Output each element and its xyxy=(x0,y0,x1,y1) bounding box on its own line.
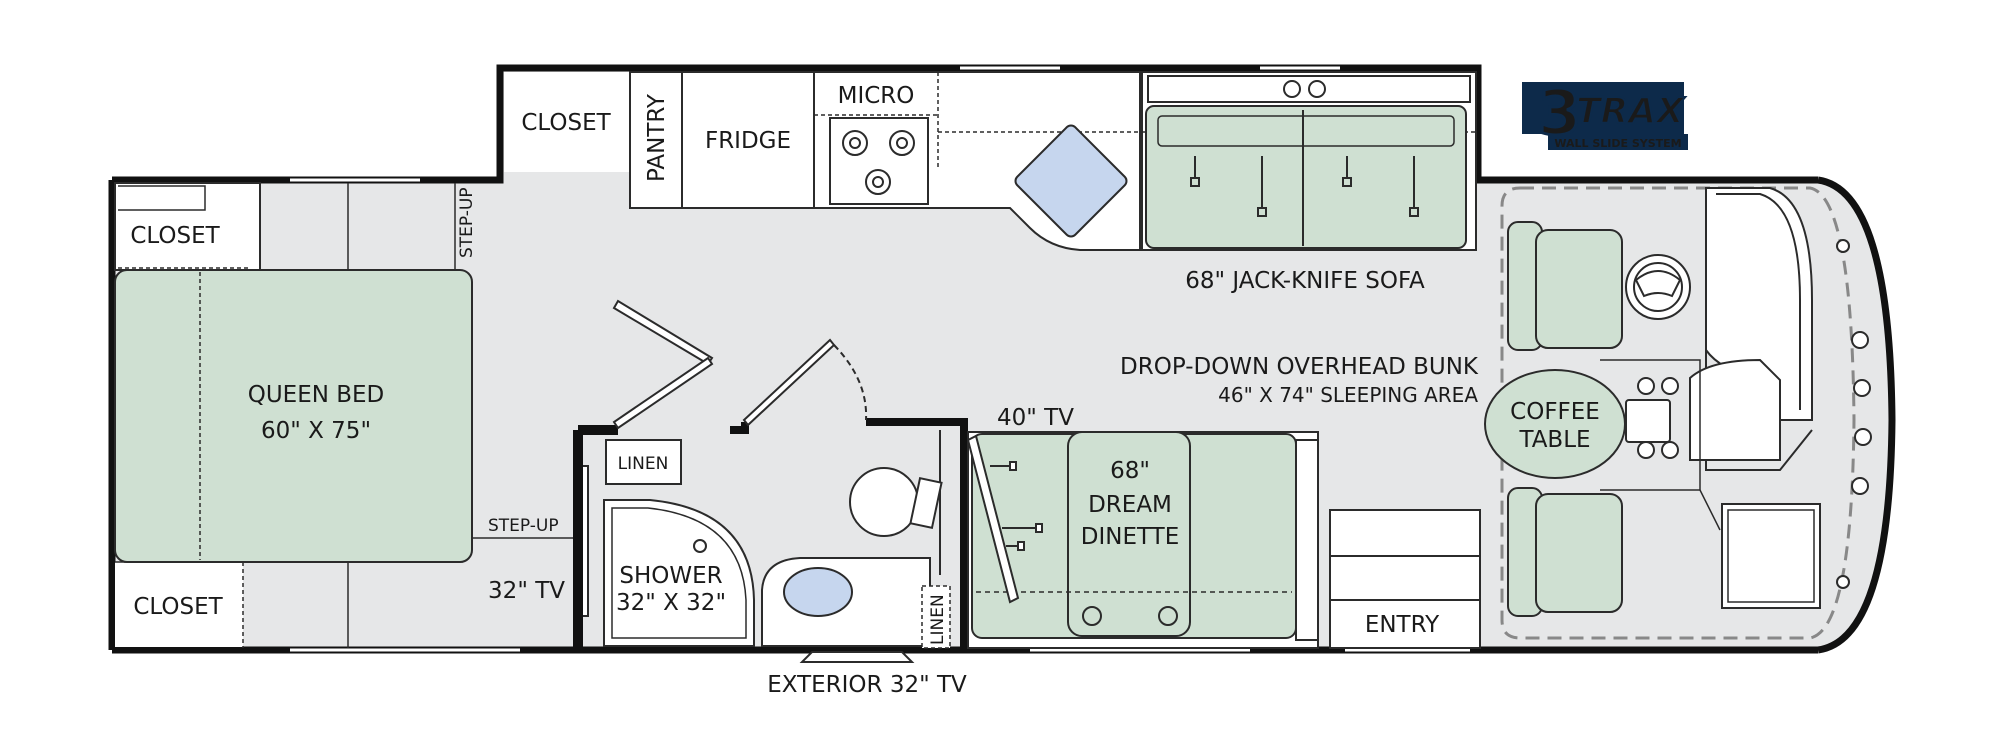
queen-bed-label-2: 60" X 75" xyxy=(261,418,371,444)
window-marks xyxy=(290,66,1470,652)
linen-top-label: LINEN xyxy=(618,454,669,474)
front-markers xyxy=(1836,239,1872,589)
bunk-label-1: DROP-DOWN OVERHEAD BUNK xyxy=(1120,354,1479,380)
dinette: 40" TV 68" DREAM DINETTE xyxy=(966,405,1319,649)
toilet xyxy=(849,467,919,537)
bathroom: LINEN SHOWER 32" X 32" LINEN EXTERIOR 32… xyxy=(573,299,968,698)
step-up-bottom-label: STEP-UP xyxy=(488,516,559,536)
logo-tagline: WALL SLIDE SYSTEM xyxy=(1554,137,1681,150)
shower-label-2: 32" X 32" xyxy=(616,590,726,616)
kitchen-sink xyxy=(1014,124,1128,238)
exterior-tv-label: EXTERIOR 32" TV xyxy=(767,672,967,698)
closet-left-top xyxy=(114,182,261,271)
coffee-table-label-2: TABLE xyxy=(1518,427,1590,453)
tv-40-label: 40" TV xyxy=(997,405,1074,431)
bunk-label-2: 46" X 74" SLEEPING AREA xyxy=(1218,383,1478,407)
shower xyxy=(603,499,755,647)
closet-top xyxy=(504,72,630,172)
closet-left-top-label: CLOSET xyxy=(130,223,220,249)
dinette-label-2: DREAM xyxy=(1088,492,1172,518)
tv-32-label: 32" TV xyxy=(488,578,565,604)
cab: COFFEE TABLE xyxy=(1484,186,1872,640)
sofa-label: 68" JACK-KNIFE SOFA xyxy=(1185,268,1425,294)
linen-side-label: LINEN xyxy=(928,594,948,645)
fridge-label: FRIDGE xyxy=(705,128,791,154)
exterior-tv-unit xyxy=(799,651,915,663)
steering-wheel xyxy=(1625,254,1691,320)
passenger-seat xyxy=(1507,487,1623,617)
pantry-label: PANTRY xyxy=(644,93,670,182)
micro-label: MICRO xyxy=(838,83,915,109)
coffee-table-label-1: COFFEE xyxy=(1510,399,1600,425)
queen-bed-label-1: QUEEN BED xyxy=(248,382,385,408)
driver-seat xyxy=(1507,221,1623,351)
console-cupholders xyxy=(1625,377,1679,459)
tv-40-unit xyxy=(966,434,1020,604)
entry-label: ENTRY xyxy=(1365,612,1440,638)
entry: ENTRY xyxy=(1329,509,1481,649)
closet-left-bottom xyxy=(115,562,243,647)
logo-word: TRAX xyxy=(1576,91,1686,132)
dinette-label-3: DINETTE xyxy=(1081,524,1179,550)
queen-bed xyxy=(114,269,473,563)
closet-left-bottom-label: CLOSET xyxy=(133,594,223,620)
bath-doors xyxy=(612,299,868,430)
dinette-label-1: 68" xyxy=(1110,458,1150,484)
linen-side xyxy=(921,585,951,649)
linen-top xyxy=(605,439,682,485)
kitchen: CLOSET PANTRY FRIDGE MICRO xyxy=(504,71,1141,251)
sink xyxy=(783,567,853,617)
closet-top-label: CLOSET xyxy=(521,110,611,136)
pantry xyxy=(629,71,683,209)
sofa: 68" JACK-KNIFE SOFA xyxy=(1141,71,1477,294)
bedroom: CLOSET CLOSET QUEEN BED 60" X 75" STEP-U… xyxy=(114,182,589,648)
3trax-logo: 3 TRAX WALL SLIDE SYSTEM xyxy=(1522,75,1688,151)
step-up-top-label: STEP-UP xyxy=(457,187,477,258)
shower-label-1: SHOWER xyxy=(619,563,722,589)
